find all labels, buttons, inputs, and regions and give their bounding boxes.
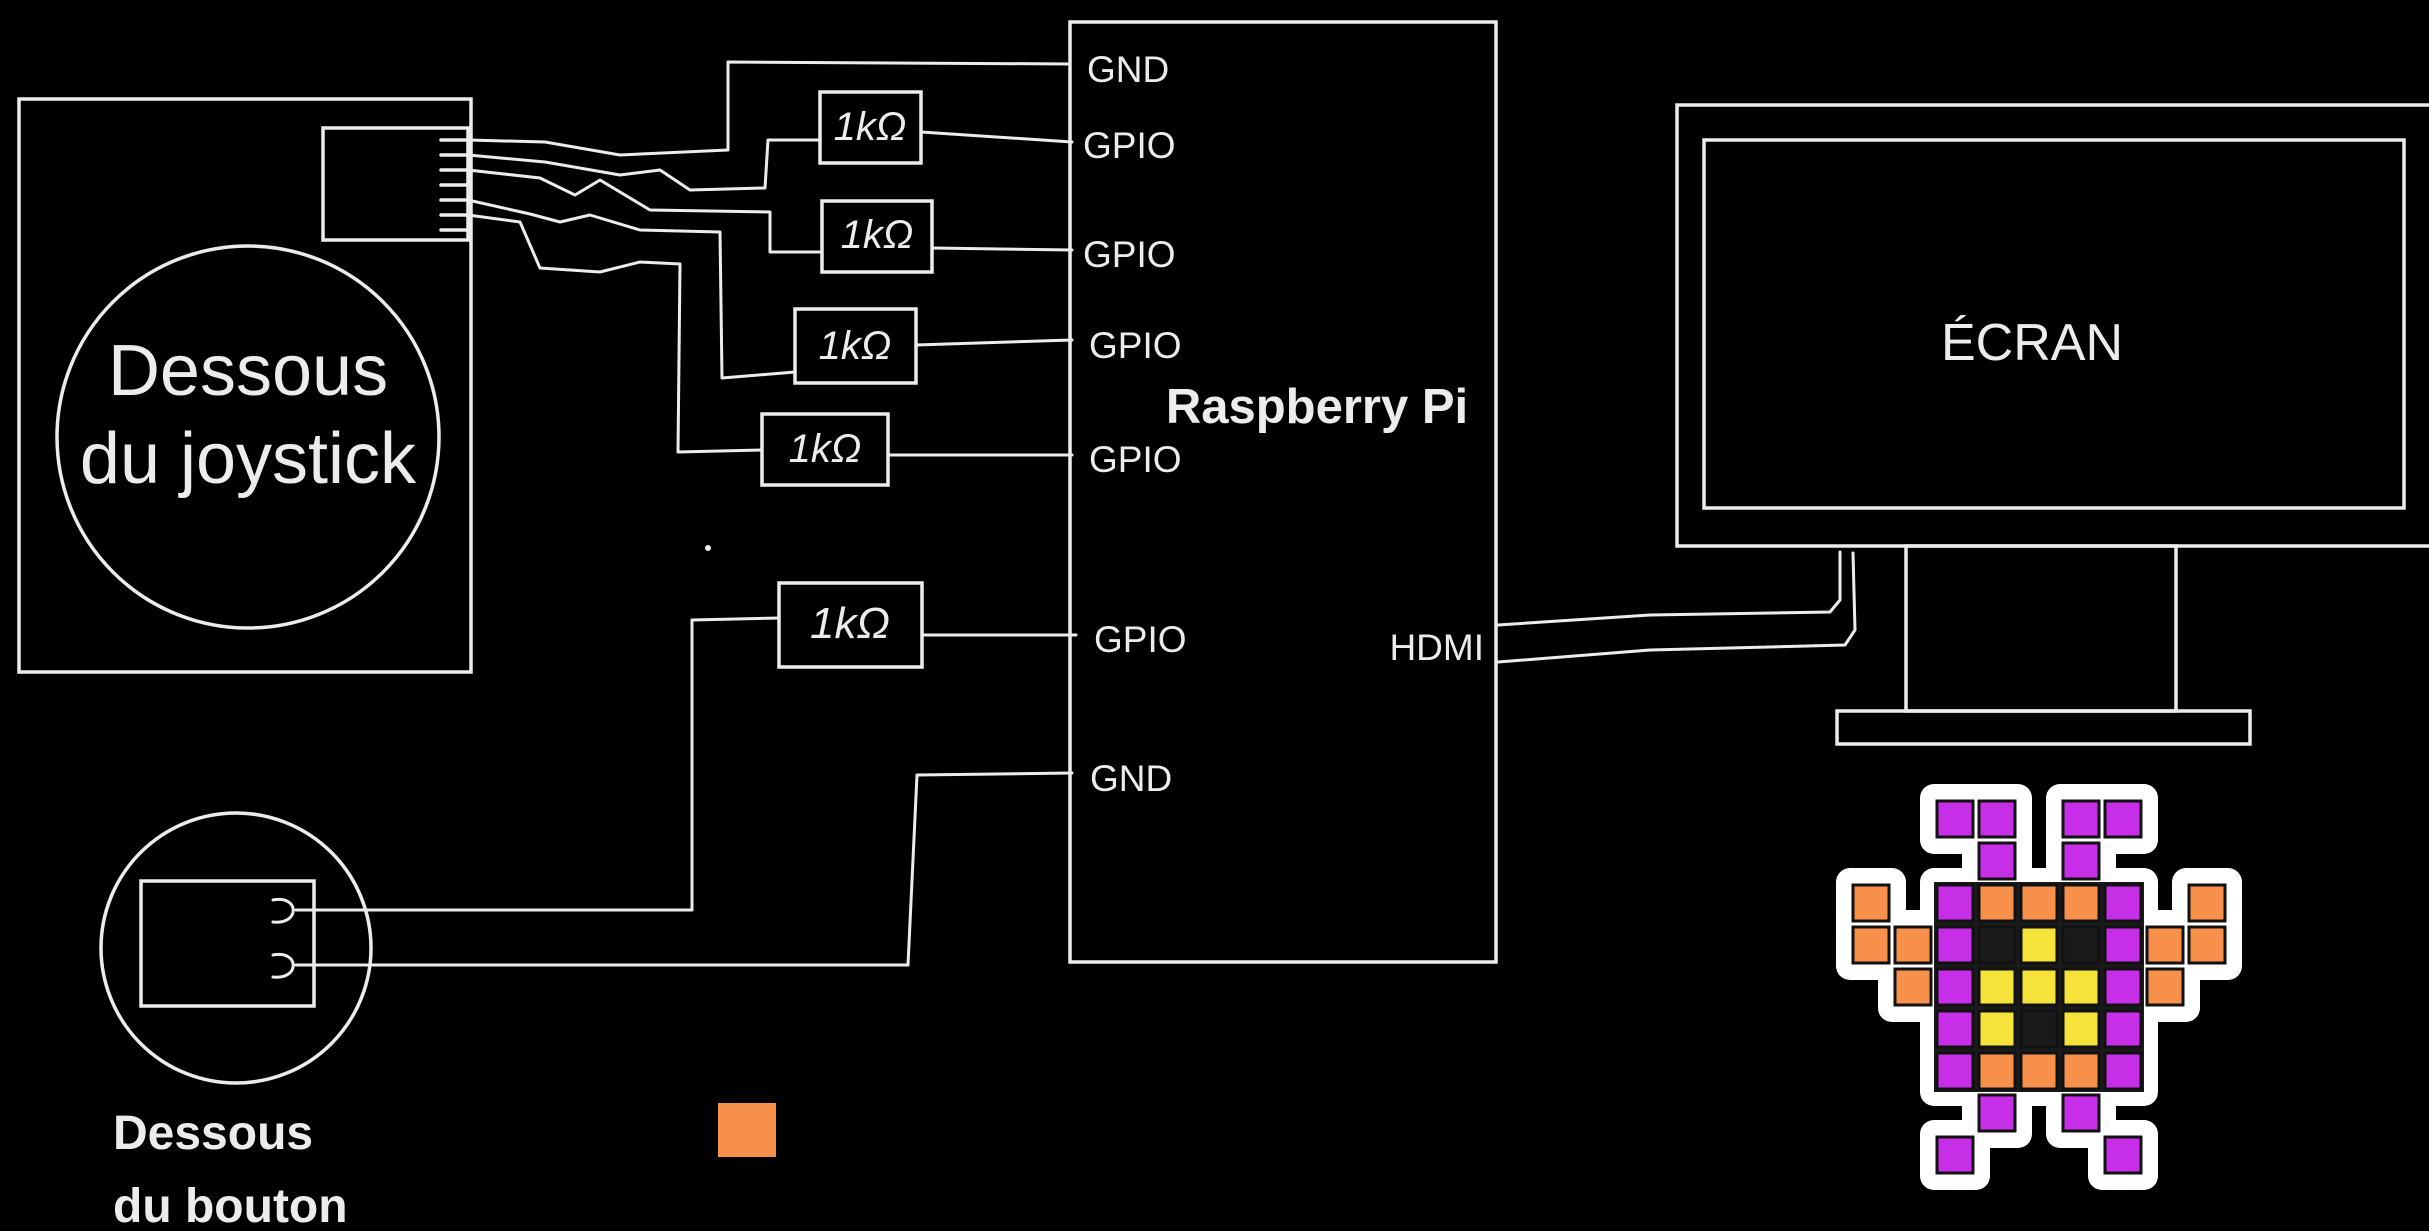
resistor-3: 1kΩ (793, 307, 918, 385)
resistor-4: 1kΩ (760, 412, 890, 487)
sticker-pixel (1935, 967, 1975, 1007)
sticker-pixel (2103, 883, 2143, 923)
joystick-circle (55, 244, 441, 630)
resistor-4-label: 1kΩ (789, 427, 862, 471)
sticker-pixel (1935, 1135, 1975, 1175)
resistor-1-label: 1kΩ (834, 105, 907, 149)
sticker-pixel (1977, 1051, 2017, 1091)
sticker-pixel (2019, 1009, 2059, 1049)
pixel-creature-sticker (1836, 784, 2242, 1190)
sticker-pixel (1935, 883, 1975, 923)
pin-gpio-3: GPIO (1089, 325, 1182, 366)
sticker-pixel (1893, 967, 1933, 1007)
pin-gpio-1: GPIO (1083, 125, 1176, 166)
wire-button-gpio (294, 616, 781, 912)
raspberry-pi-board (1068, 20, 1498, 964)
joystick-label-line2: du joystick (80, 419, 417, 499)
pin-gnd-bottom: GND (1090, 758, 1172, 799)
button-circle (99, 811, 373, 1085)
monitor-screen (1702, 138, 2406, 510)
sticker-pixel (2061, 925, 2101, 965)
wire-joystick-gnd (466, 60, 1072, 157)
button-label-line2: du bouton (113, 1180, 348, 1231)
resistor-1: 1kΩ (818, 90, 923, 165)
button-contact-bottom (271, 952, 295, 979)
hdmi-cable (1496, 550, 1857, 664)
pin-gnd-top: GND (1087, 49, 1169, 90)
wire-button-gnd (294, 771, 1074, 967)
sticker-pixel (1977, 883, 2017, 923)
sticker-pixel (1977, 925, 2017, 965)
sticker-pixel (2061, 841, 2101, 881)
sticker-pixel (1851, 883, 1891, 923)
raspberry-pi-title: Raspberry Pi (1166, 380, 1468, 434)
sticker-pixel (2145, 967, 2185, 1007)
monitor: ÉCRAN (1675, 103, 2429, 746)
sticker-pixel (2061, 1093, 2101, 1133)
sticker-pixel (2061, 883, 2101, 923)
sticker-pixel (1935, 799, 1975, 839)
sticker-pixel (2103, 925, 2143, 965)
sticker-pixel (2103, 1051, 2143, 1091)
resistor-2: 1kΩ (820, 199, 934, 274)
sticker-pixel (1935, 925, 1975, 965)
sticker-pixel (2103, 799, 2143, 839)
sticker-pixel (1935, 1009, 1975, 1049)
pin-gpio-4: GPIO (1089, 439, 1182, 480)
button-contact-top (271, 897, 295, 924)
sticker-pixel (2019, 925, 2059, 965)
resistor-2-label: 1kΩ (841, 213, 914, 257)
sticker-pixel (1977, 799, 2017, 839)
wire-joystick-r4 (466, 213, 764, 454)
wire-joystick-r2 (466, 168, 822, 254)
sticker-pixel (2061, 1009, 2101, 1049)
joystick-module: Dessous du joystick (17, 97, 473, 674)
sticker-pixel (1977, 967, 2017, 1007)
resistor-group: 1kΩ 1kΩ 1kΩ 1kΩ 1kΩ (760, 90, 934, 669)
pin-hdmi: HDMI (1389, 627, 1484, 668)
sticker-pixel (2145, 925, 2185, 965)
sticker-pixel (2187, 883, 2227, 923)
joystick-label-line1: Dessous (108, 331, 388, 411)
sticker-pixel (2061, 967, 2101, 1007)
monitor-base (1835, 709, 2252, 746)
resistor-to-pi-wires (705, 130, 1078, 637)
wire-joystick-r1 (466, 138, 822, 192)
sticker-pixel (2103, 967, 2143, 1007)
joystick-connector-pins (439, 138, 470, 232)
raspberry-pi: Raspberry Pi GND GPIO GPIO GPIO GPIO GPI… (1068, 20, 1498, 964)
sticker-pixel (2061, 1051, 2101, 1091)
button-body (139, 879, 316, 1008)
sticker-pixel (1977, 1093, 2017, 1133)
resistor-5-label: 1kΩ (810, 599, 890, 648)
resistor-3-label: 1kΩ (819, 324, 892, 368)
sticker-pixel (2019, 883, 2059, 923)
button-wires (294, 616, 1074, 967)
monitor-label: ÉCRAN (1941, 314, 2123, 372)
push-button: Dessous du bouton (99, 811, 373, 1231)
sticker-pixel (1977, 1009, 2017, 1049)
resistor-5: 1kΩ (777, 581, 924, 669)
sticker-pixel (1893, 925, 1933, 965)
sticker-pixel (2061, 799, 2101, 839)
sticker-pixel (1851, 925, 1891, 965)
joystick-wires (466, 60, 1072, 454)
sticker-pixel (2187, 925, 2227, 965)
monitor-neck (1904, 544, 2178, 713)
pin-gpio-2: GPIO (1083, 234, 1176, 275)
sticker-pixel (2019, 1051, 2059, 1091)
sticker-pixel (2103, 1009, 2143, 1049)
sticker-pixel (1935, 1051, 1975, 1091)
pin-gpio-5: GPIO (1094, 619, 1187, 660)
wire-joystick-r3 (466, 198, 797, 380)
button-label-line1: Dessous (113, 1107, 313, 1160)
joystick-board (17, 97, 473, 674)
sticker-pixel (2103, 1135, 2143, 1175)
orange-square (718, 1103, 776, 1157)
sticker-pixel (1977, 841, 2017, 881)
sticker-pixel (2019, 967, 2059, 1007)
